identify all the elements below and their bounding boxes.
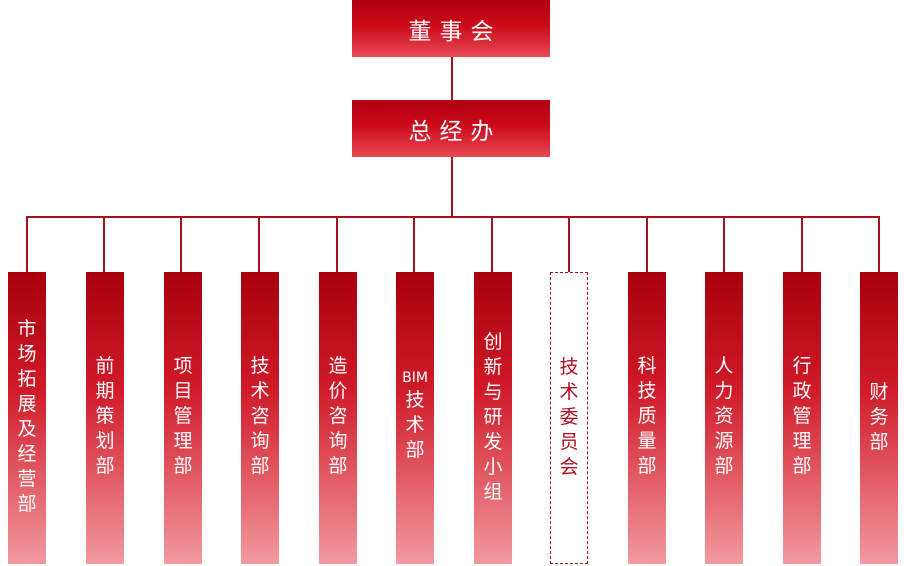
dept-innovation-rnd: 创新与研发小组	[474, 272, 512, 564]
board-label: 董事会	[408, 18, 502, 45]
dept-project-management: 项目管理部	[164, 272, 202, 564]
connector-dept-9	[646, 216, 648, 272]
dept-cost-consulting: 造价咨询部	[319, 272, 357, 564]
dept-label: 技术委员会	[559, 356, 579, 478]
dept-market-expansion: 市场拓展及经营部	[8, 272, 46, 564]
dept-label: 造价咨询部	[328, 355, 348, 477]
general-office-label: 总经办	[408, 118, 502, 145]
dept-bim-latin-label: BIM	[402, 370, 428, 386]
connector-dept-7	[491, 216, 493, 272]
dept-administration: 行政管理部	[783, 272, 821, 564]
connector-dept-8	[568, 216, 570, 272]
dept-pre-planning: 前期策划部	[86, 272, 124, 564]
connector-dept-4	[258, 216, 260, 272]
dept-label: 前期策划部	[95, 355, 115, 477]
dept-finance: 财务部	[860, 272, 898, 564]
dept-technical-committee: 技术委员会	[550, 272, 588, 564]
connector-dept-10	[723, 216, 725, 272]
general-office-box: 总经办	[352, 100, 550, 157]
dept-label: 科技质量部	[637, 355, 657, 477]
dept-label: 创新与研发小组	[483, 331, 503, 503]
dept-technical-consulting: 技术咨询部	[241, 272, 279, 564]
connector-dept-12	[878, 216, 880, 272]
dept-bim-label-group: BIM 技术部	[397, 368, 433, 564]
connector-dept-2	[103, 216, 105, 272]
connector-dept-11	[801, 216, 803, 272]
dept-label: 人力资源部	[714, 355, 734, 477]
connector-board-office	[451, 57, 453, 100]
connector-dept-3	[180, 216, 182, 272]
dept-label: 技术部	[405, 389, 425, 461]
dept-label: 市场拓展及经营部	[17, 318, 37, 515]
connector-office-bus	[451, 157, 453, 217]
dept-technology-quality: 科技质量部	[628, 272, 666, 564]
connector-dept-5	[336, 216, 338, 272]
dept-label: 财务部	[869, 381, 889, 453]
connector-dept-6	[413, 216, 415, 272]
dept-label: 行政管理部	[792, 355, 812, 477]
connector-dept-1	[26, 216, 28, 272]
dept-bim-technology: BIM 技术部	[396, 272, 434, 564]
dept-label: 技术咨询部	[250, 355, 270, 477]
dept-label: 项目管理部	[173, 355, 193, 477]
dept-human-resources: 人力资源部	[705, 272, 743, 564]
board-box: 董事会	[352, 0, 550, 57]
horizontal-bus	[26, 216, 880, 218]
